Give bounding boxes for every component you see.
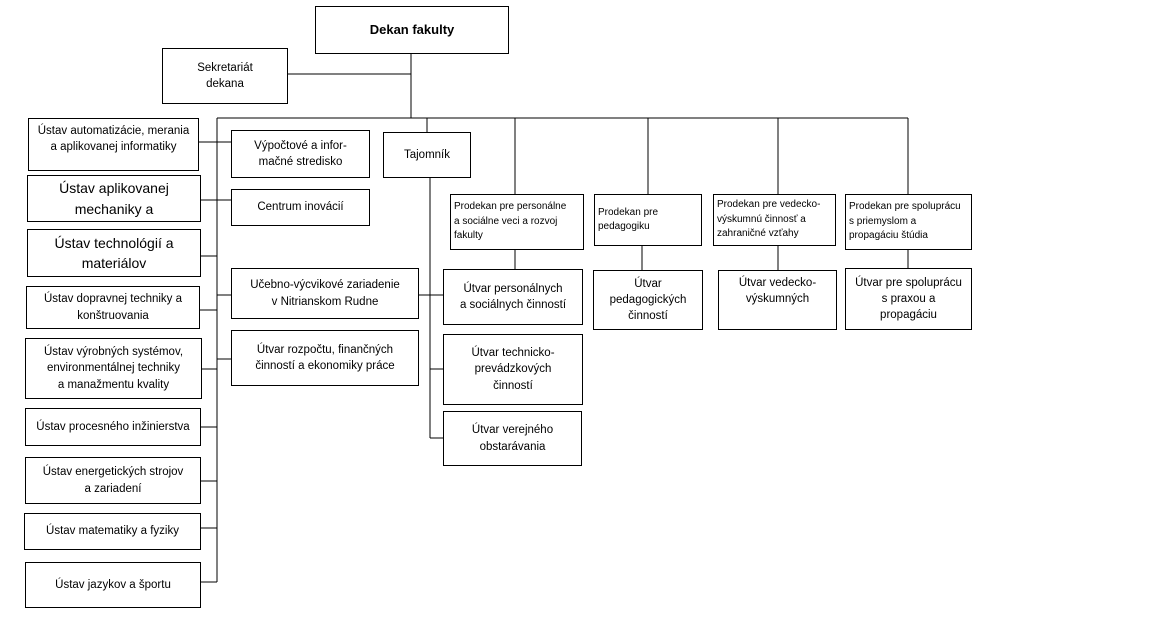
vice-dean-box: Prodekan pre pedagogiku [594,194,702,246]
secretary-box: Tajomník [383,132,471,178]
secretary-unit-box: Útvar personálnych a sociálnych činností [443,269,583,325]
institute-box: Ústav matematiky a fyziky [24,513,201,550]
center-box: Výpočtové a infor- mačné stredisko [231,130,370,178]
institute-box: Ústav technológií a materiálov [27,229,201,277]
institute-box: Ústav aplikovanej mechaniky a [27,175,201,222]
vice-dean-unit-box: Útvar pre spoluprácu s praxou a propagác… [845,268,972,330]
institute-box: Ústav procesného inžinierstva [25,408,201,446]
center-box: Útvar rozpočtu, finančných činností a ek… [231,330,419,386]
institute-box: Ústav dopravnej techniky a konštruovania [26,286,200,329]
institute-box: Ústav energetických strojov a zariadení [25,457,201,504]
institute-box: Ústav automatizácie, merania a aplikovan… [28,118,199,171]
institute-box: Ústav výrobných systémov, environmentáln… [25,338,202,399]
vice-dean-box: Prodekan pre personálne a sociálne veci … [450,194,584,250]
dean-box: Dekan fakulty [315,6,509,54]
vice-dean-unit-box: Útvar pedagogických činností [593,270,703,330]
institute-box: Ústav jazykov a športu [25,562,201,608]
center-box: Učebno-výcvikové zariadenie v Nitriansko… [231,268,419,319]
secretary-unit-box: Útvar technicko- prevádzkových činností [443,334,583,405]
vice-dean-box: Prodekan pre spoluprácu s priemyslom a p… [845,194,972,250]
vice-dean-unit-box: Útvar vedecko- výskumných [718,270,837,330]
secretary-unit-box: Útvar verejného obstarávania [443,411,582,466]
center-box: Centrum inovácií [231,189,370,226]
vice-dean-box: Prodekan pre vedecko- výskumnú činnosť a… [713,194,836,246]
secretariat-box: Sekretariát dekana [162,48,288,104]
